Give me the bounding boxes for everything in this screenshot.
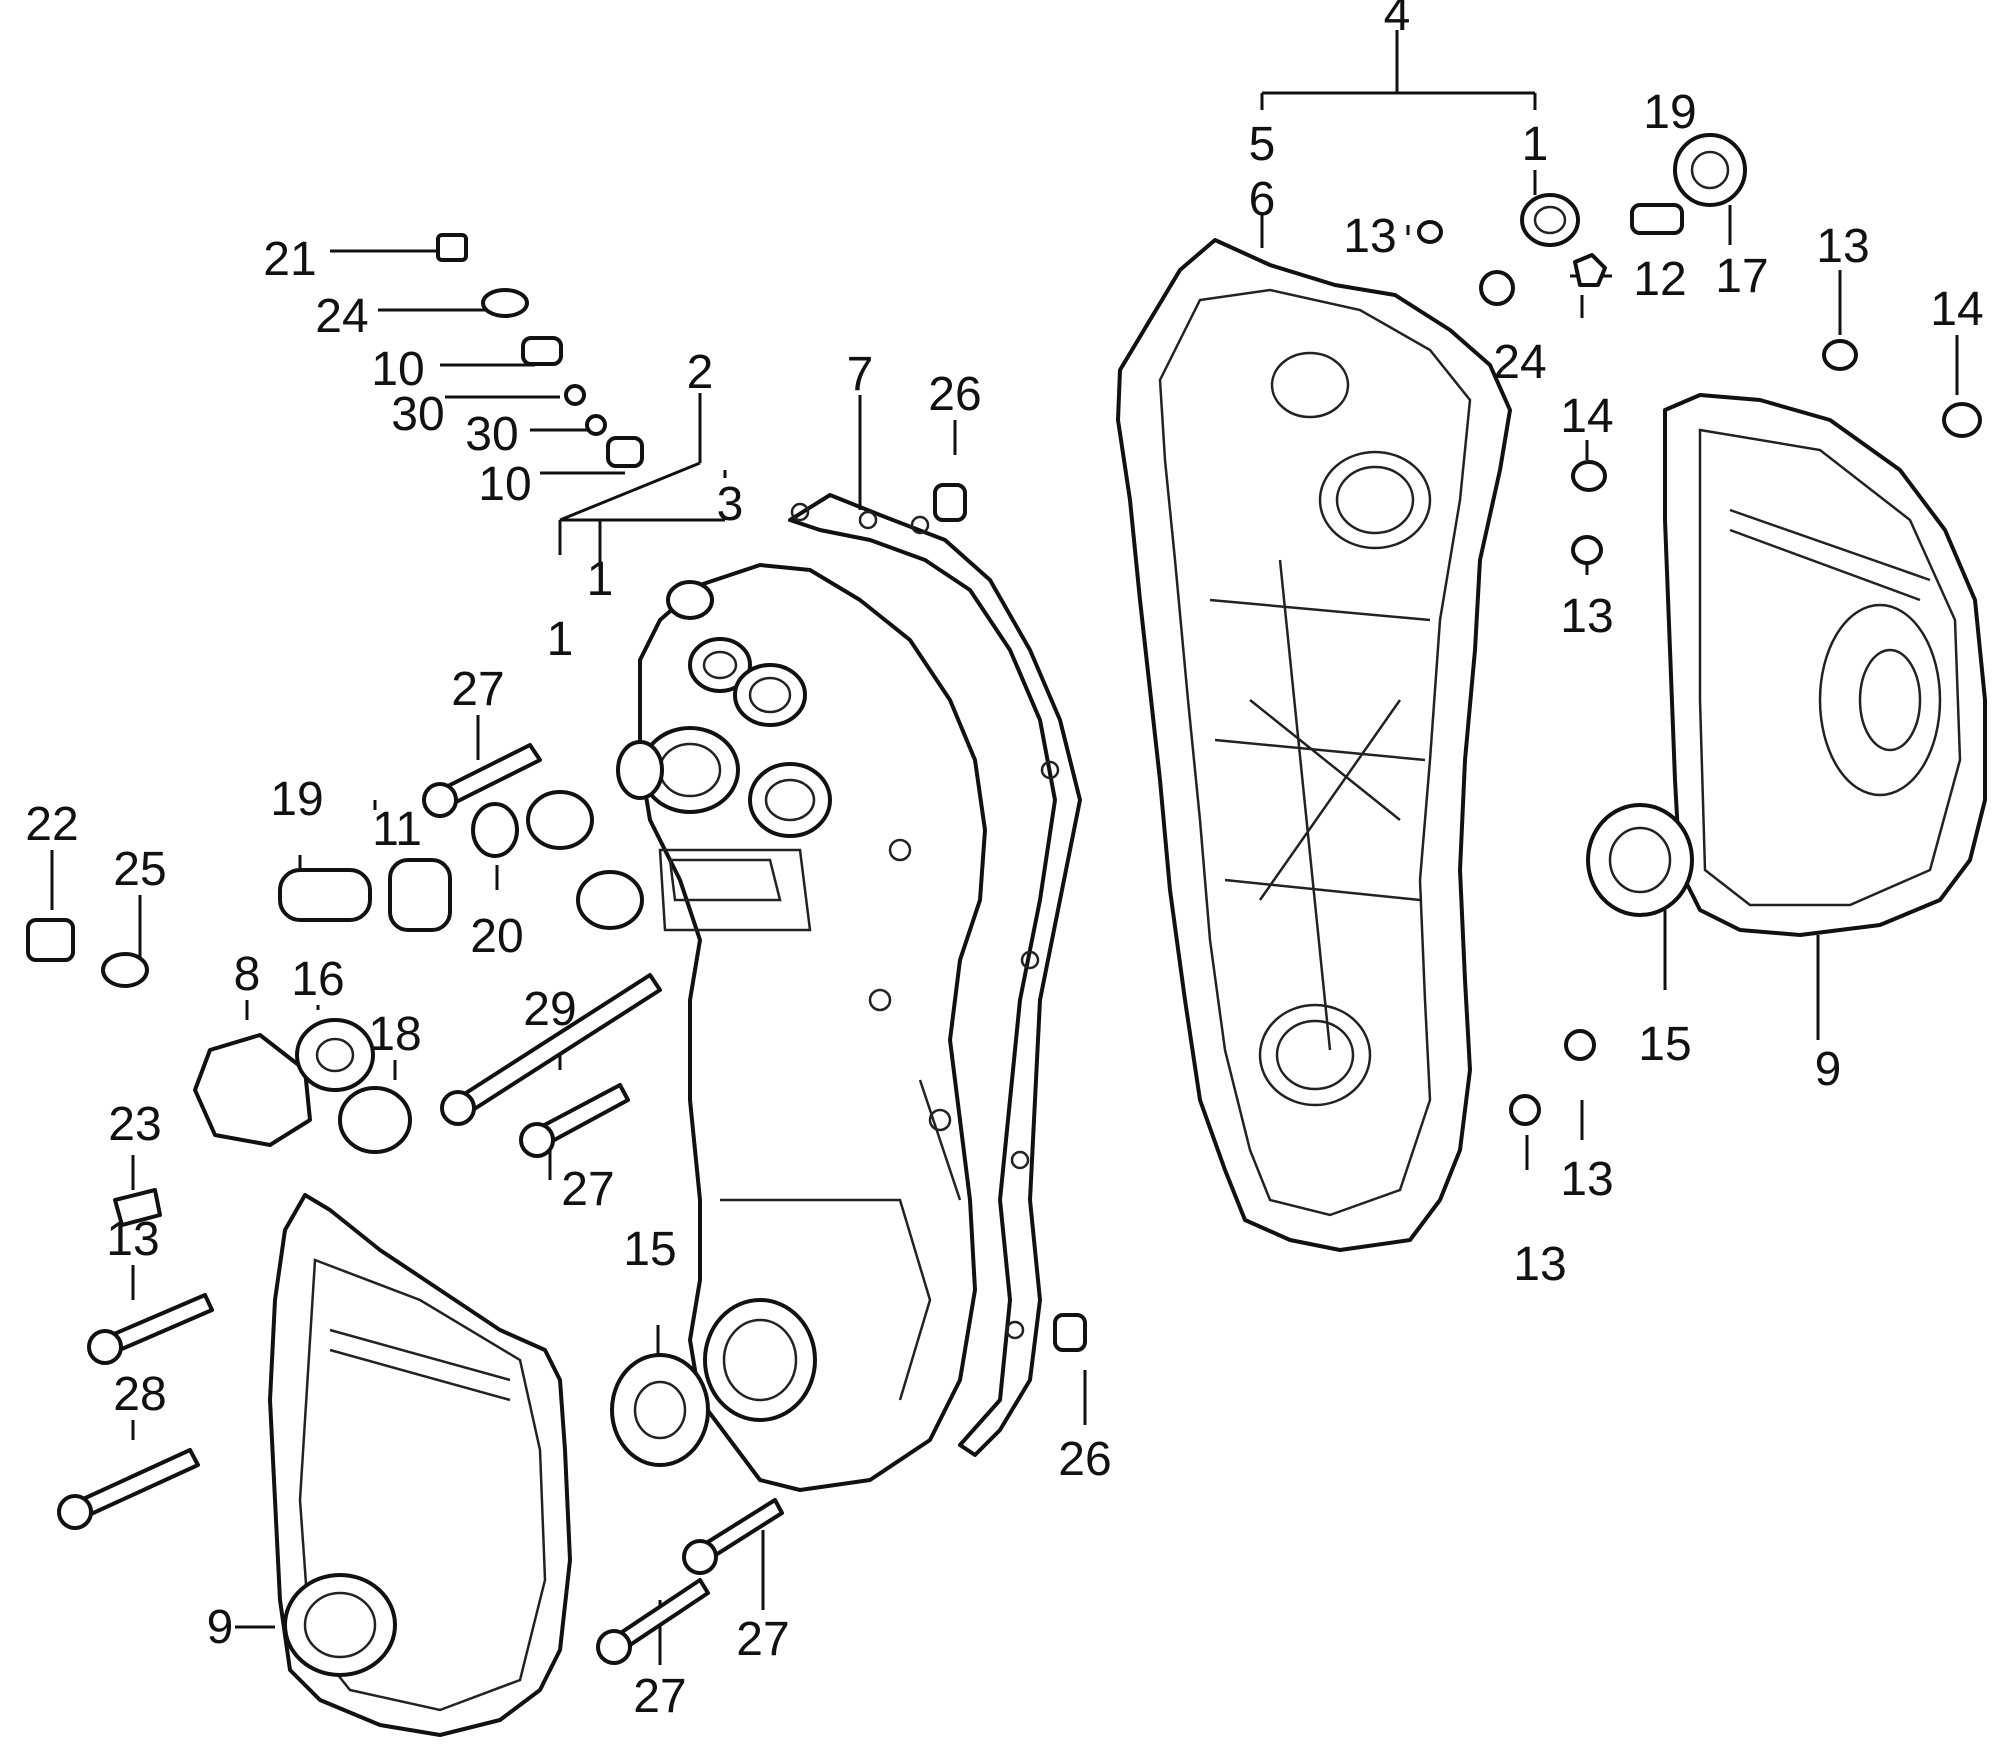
callout-3: 3 — [717, 478, 744, 531]
callout-27: 27 — [736, 1613, 789, 1666]
callout-9: 9 — [1815, 1043, 1842, 1096]
callout-27: 27 — [451, 663, 504, 716]
callout-11: 11 — [372, 803, 422, 856]
callout-13: 13 — [1816, 220, 1869, 273]
callout-13: 13 — [1513, 1238, 1566, 1291]
transfer-case-cover-right — [1116, 238, 1512, 1252]
callout-24: 24 — [1493, 336, 1546, 389]
callout-20: 20 — [470, 910, 523, 963]
callout-6: 6 — [1249, 173, 1276, 226]
callout-26: 26 — [928, 368, 981, 421]
callout-13: 13 — [1560, 1153, 1613, 1206]
callout-13: 13 — [1343, 210, 1396, 263]
callout-12: 12 — [1633, 253, 1686, 306]
callout-15: 15 — [623, 1223, 676, 1276]
gasket — [788, 493, 1082, 1457]
callout-17: 17 — [1715, 250, 1768, 303]
callout-2: 2 — [687, 346, 714, 399]
callout-29: 29 — [523, 983, 576, 1036]
callout-15: 15 — [1638, 1018, 1691, 1071]
callout-10: 10 — [478, 458, 531, 511]
callout-16: 16 — [291, 953, 344, 1006]
callout-28: 28 — [113, 1368, 166, 1421]
callout-26: 26 — [1058, 1433, 1111, 1486]
callout-25: 25 — [113, 843, 166, 896]
leader-lines — [50, 30, 1959, 1665]
callout-13: 13 — [106, 1213, 159, 1266]
callout-19: 19 — [1643, 86, 1696, 139]
callout-27: 27 — [561, 1163, 614, 1216]
callout-numbers: 4 5 1 6 19 13 12 17 13 14 24 14 13 21 24… — [25, 0, 1983, 1723]
callout-14: 14 — [1930, 283, 1983, 336]
callout-5: 5 — [1249, 118, 1276, 171]
callout-8: 8 — [234, 948, 261, 1001]
callout-21: 21 — [263, 233, 316, 286]
transfer-case-left — [616, 563, 987, 1492]
callout-18: 18 — [368, 1008, 421, 1061]
callout-1: 1 — [1522, 118, 1549, 171]
callout-13: 13 — [1560, 590, 1613, 643]
callout-1: 1 — [587, 553, 614, 606]
callout-1: 1 — [547, 613, 574, 666]
small-parts — [26, 133, 1982, 1665]
callout-23: 23 — [108, 1098, 161, 1151]
callout-22: 22 — [25, 798, 78, 851]
callout-10: 10 — [371, 343, 424, 396]
callout-30: 30 — [391, 388, 444, 441]
callout-30: 30 — [465, 408, 518, 461]
callout-9: 9 — [207, 1601, 234, 1654]
callout-27: 27 — [633, 1670, 686, 1723]
outer-cover-left — [268, 1193, 572, 1737]
callout-7: 7 — [847, 348, 874, 401]
callout-24: 24 — [315, 290, 368, 343]
outer-cover-right — [1663, 393, 1987, 937]
callout-19: 19 — [270, 773, 323, 826]
callout-14: 14 — [1560, 390, 1613, 443]
callout-4: 4 — [1384, 0, 1411, 41]
